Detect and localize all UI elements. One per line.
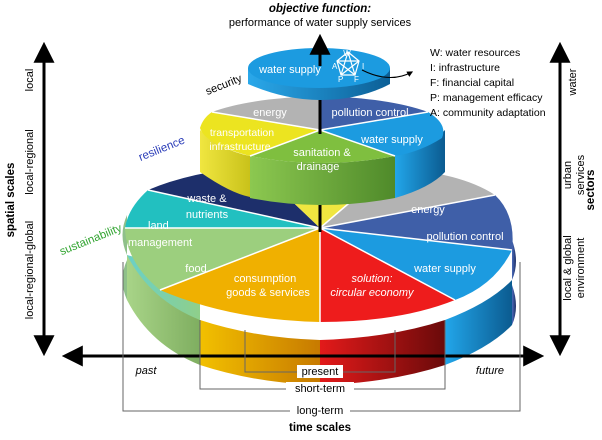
pentagon-letter-i: I: [362, 62, 364, 71]
sector-env-1: local & global: [562, 235, 574, 300]
legend-item-a: A: community adaptation: [430, 107, 546, 119]
middle-wedge-water: [320, 112, 444, 156]
bottom-wedge-consumption: [160, 228, 320, 322]
legend: W: water resources I: infrastructure F: …: [430, 47, 546, 119]
label-middle-energy: energy: [253, 107, 287, 119]
label-top-water: water supply: [258, 64, 321, 76]
sector-urban-1: urban: [562, 161, 574, 189]
label-bottom-energy: energy: [411, 204, 445, 216]
label-consumption-1: consumption: [234, 273, 296, 285]
tier-label-sustainability: sustainability: [58, 222, 124, 258]
bottom-side-pollution: [512, 240, 516, 325]
bottom-side-food: [127, 255, 200, 365]
middle-separators: [211, 111, 429, 157]
pentagon-letter-p: P: [338, 75, 343, 84]
pentagon-letter-a: A: [332, 62, 338, 71]
bottom-wedge-waste: [148, 166, 320, 228]
middle-side-green: [250, 156, 395, 205]
label-transport-1: transportation: [210, 127, 274, 139]
bottom-wedge-solution: [320, 228, 455, 322]
top-tier: water supply W I F P A: [248, 48, 390, 100]
bottom-wedge-energy: [320, 168, 495, 228]
label-bottom-water: water supply: [413, 263, 476, 275]
label-solution-1: solution:: [352, 273, 393, 285]
middle-tier: energy pollution control water supply tr…: [200, 96, 445, 205]
time-past: past: [135, 365, 158, 377]
spatial-local: local: [24, 69, 36, 92]
time-long-term: long-term: [297, 405, 343, 417]
middle-wedge-pollution: [320, 96, 428, 130]
legend-pointer-arrow: [361, 69, 414, 78]
sector-urban-2: services: [575, 154, 587, 195]
pentagon-letter-w: W: [343, 49, 351, 58]
pentagon-letter-f: F: [354, 75, 359, 84]
bottom-separators: [125, 167, 513, 322]
spatial-local-regional: local-regional: [24, 129, 36, 194]
objective-title: objective function:: [269, 3, 371, 15]
label-bottom-pollution: pollution control: [426, 231, 503, 243]
spatial-global: local-regional-global: [24, 221, 36, 319]
time-future: future: [476, 365, 504, 377]
time-short-term: short-term: [295, 383, 345, 395]
label-consumption-2: goods & services: [226, 287, 310, 299]
middle-side-blue: [395, 130, 445, 198]
label-waste-2: nutrients: [186, 209, 229, 221]
bottom-tier: waste & nutrients land management food c…: [122, 166, 516, 385]
label-middle-water: water supply: [360, 134, 423, 146]
middle-side-yellow: [200, 130, 250, 197]
pentagon-icon: [336, 51, 360, 76]
bottom-wedge-pollution: [320, 195, 513, 250]
bottom-wedge-food: [125, 228, 320, 290]
middle-wedge-transport: [200, 112, 320, 156]
short-term-bg: [286, 382, 354, 395]
label-waste-1: waste &: [186, 193, 227, 205]
legend-item-w: W: water resources: [430, 47, 520, 59]
time-axis-title: time scales: [289, 422, 351, 434]
middle-wedge-sanitation: [250, 130, 395, 163]
bottom-wedge-land: [125, 190, 320, 228]
middle-wedge-energy: [212, 96, 320, 130]
label-land-1: land: [148, 220, 169, 232]
legend-item-i: I: infrastructure: [430, 62, 500, 74]
time-present: present: [302, 366, 339, 378]
bottom-wedge-water: [320, 228, 512, 300]
tier-label-security: security: [204, 72, 244, 98]
tier-label-resilience: resilience: [137, 135, 187, 164]
spatial-axis-title: spatial scales: [5, 163, 17, 238]
label-sanitation-1: sanitation &: [293, 147, 351, 159]
present-bg: [297, 365, 343, 378]
sector-env-2: environment: [575, 238, 587, 299]
long-term-bg: [290, 404, 350, 417]
bottom-side-water: [445, 280, 512, 365]
label-land-2: management: [128, 237, 192, 249]
label-middle-pollution: pollution control: [331, 107, 408, 119]
objective-subtitle: performance of water supply services: [229, 17, 412, 29]
sectors-axis-title: sectors: [585, 170, 597, 211]
label-solution-2: circular economy: [330, 287, 415, 299]
label-transport-2: infrastructure: [209, 141, 270, 153]
sector-water: water: [567, 68, 579, 96]
label-sanitation-2: drainage: [297, 161, 340, 173]
legend-item-p: P: management efficacy: [430, 92, 543, 104]
legend-item-f: F: financial capital: [430, 77, 514, 89]
label-food: food: [185, 263, 206, 275]
